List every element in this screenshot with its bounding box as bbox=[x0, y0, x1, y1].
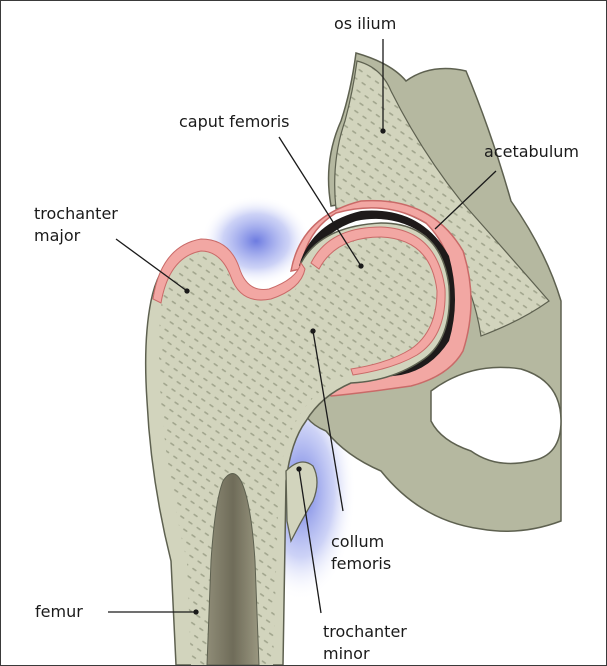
label-trochanter-minor-line2: minor bbox=[323, 643, 370, 665]
label-femur: femur bbox=[35, 601, 83, 623]
label-acetabulum: acetabulum bbox=[484, 141, 579, 163]
label-trochanter-minor-line1: trochanter bbox=[323, 621, 407, 643]
label-collum-femoris-line1: collum bbox=[331, 531, 384, 553]
label-collum-femoris-line2: femoris bbox=[331, 553, 391, 575]
label-trochanter-major-line1: trochanter bbox=[34, 203, 118, 225]
label-caput-femoris: caput femoris bbox=[179, 111, 289, 133]
label-os-ilium: os ilium bbox=[334, 13, 396, 35]
label-trochanter-major-line2: major bbox=[34, 225, 80, 247]
